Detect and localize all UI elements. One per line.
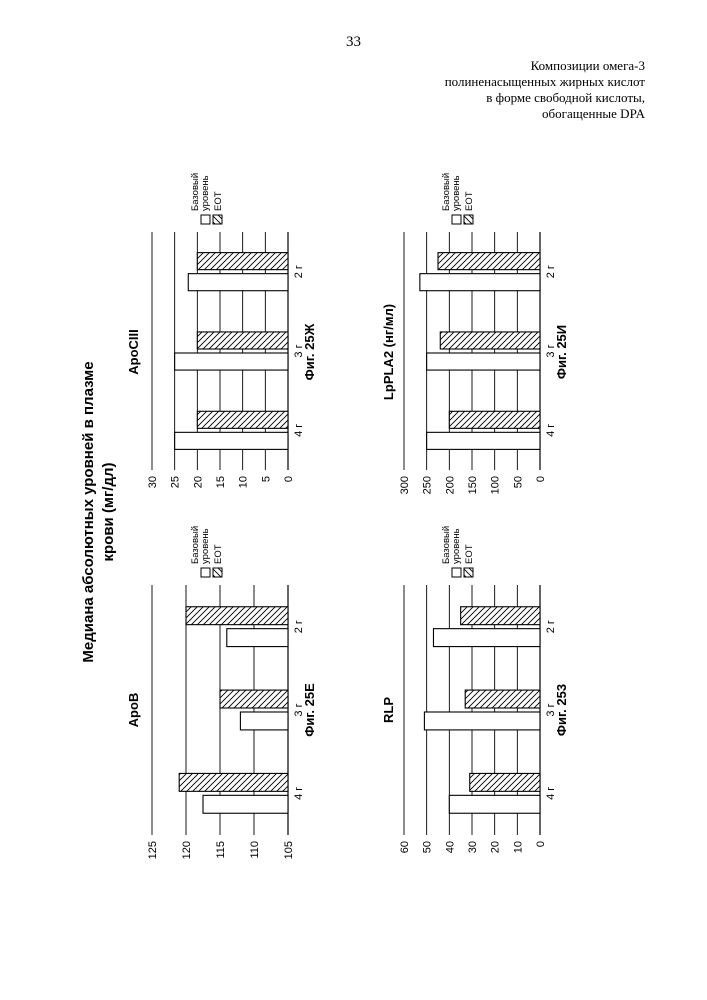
legend-swatch-eot xyxy=(464,568,473,577)
bar-baseline xyxy=(188,274,288,291)
legend-swatch-baseline xyxy=(452,568,461,577)
y-tick-label: 30 xyxy=(147,476,159,488)
y-tick-label: 200 xyxy=(444,476,456,494)
bar-eot xyxy=(438,253,540,270)
y-tick-label: 0 xyxy=(535,841,547,847)
category-label: 2 г xyxy=(293,620,305,633)
y-tick-label: 300 xyxy=(399,476,411,494)
y-tick-label: 250 xyxy=(422,476,434,494)
y-tick-label: 120 xyxy=(181,841,193,859)
bar-baseline xyxy=(449,795,540,813)
chart-title: LpPLA2 (нг/мл) xyxy=(381,304,396,400)
legend: БазовыйуровеньEOT xyxy=(190,526,224,577)
figure-caption: Фиг. 25Е xyxy=(302,683,317,737)
y-tick-label: 25 xyxy=(170,476,182,488)
figure-caption: Фиг. 25Ж xyxy=(302,323,317,380)
legend: БазовыйуровеньEOT xyxy=(441,173,475,224)
chart-title: ApoB xyxy=(126,693,141,728)
category-label: 2 г xyxy=(545,265,557,278)
y-tick-label: 105 xyxy=(283,841,295,859)
legend-swatch-baseline xyxy=(201,215,210,224)
chart-panel-2: 01020304050602 г3 г4 гRLPФиг. 253Базовый… xyxy=(381,526,569,853)
y-tick-label: 20 xyxy=(490,841,502,853)
y-tick-label: 60 xyxy=(399,841,411,853)
bar-eot xyxy=(197,332,288,349)
bar-baseline xyxy=(424,712,540,730)
legend-swatch-baseline xyxy=(452,215,461,224)
bar-baseline xyxy=(427,432,540,449)
bar-baseline xyxy=(427,353,540,370)
legend: БазовыйуровеньEOT xyxy=(190,173,224,224)
category-label: 4 г xyxy=(293,787,305,800)
main-title-line-2: крови (мг/дл) xyxy=(100,463,117,562)
y-tick-label: 50 xyxy=(512,476,524,488)
legend-label-baseline-line2: уровень xyxy=(200,175,211,211)
main-title-line-1: Медиана абсолютных уровней в плазме xyxy=(80,361,97,662)
legend-label-eot: EOT xyxy=(213,544,224,564)
y-tick-label: 150 xyxy=(467,476,479,494)
legend-label-eot: EOT xyxy=(213,191,224,211)
chart-title: ApoCIII xyxy=(126,329,141,375)
chart-title: RLP xyxy=(381,697,396,723)
bar-eot xyxy=(220,690,288,708)
y-tick-label: 10 xyxy=(512,841,524,853)
chart-panel-1: 0510152025302 г3 г4 гApoCIIIФиг. 25ЖБазо… xyxy=(126,173,317,488)
bar-baseline xyxy=(203,795,288,813)
y-tick-label: 15 xyxy=(215,476,227,488)
legend-label-baseline-line2: уровень xyxy=(200,528,211,564)
y-tick-label: 50 xyxy=(422,841,434,853)
y-tick-label: 10 xyxy=(238,476,250,488)
category-label: 4 г xyxy=(545,424,557,437)
y-tick-label: 5 xyxy=(260,476,272,482)
y-tick-label: 30 xyxy=(467,841,479,853)
charts-layer: 1051101151201252 г3 г4 гApoBФиг. 25ЕБазо… xyxy=(126,173,569,860)
legend-swatch-baseline xyxy=(201,568,210,577)
legend-label-eot: EOT xyxy=(464,544,475,564)
y-tick-label: 0 xyxy=(535,476,547,482)
chart-panel-0: 1051101151201252 г3 г4 гApoBФиг. 25ЕБазо… xyxy=(126,526,317,860)
bar-eot xyxy=(449,411,540,428)
category-label: 2 г xyxy=(545,620,557,633)
bar-eot xyxy=(197,411,288,428)
legend-swatch-eot xyxy=(464,215,473,224)
y-tick-label: 40 xyxy=(444,841,456,853)
bar-eot xyxy=(179,773,288,791)
bar-baseline xyxy=(227,629,288,647)
bar-baseline xyxy=(175,432,288,449)
bar-baseline xyxy=(420,274,540,291)
bar-baseline xyxy=(433,629,540,647)
y-tick-label: 125 xyxy=(147,841,159,859)
bar-eot xyxy=(465,690,540,708)
y-tick-label: 100 xyxy=(490,476,502,494)
bar-eot xyxy=(461,607,540,625)
legend-swatch-eot xyxy=(213,215,222,224)
chart-panel-3: 0501001502002503002 г3 г4 гLpPLA2 (нг/мл… xyxy=(381,173,569,495)
category-label: 4 г xyxy=(545,787,557,800)
y-tick-label: 20 xyxy=(192,476,204,488)
bar-eot xyxy=(186,607,288,625)
bar-baseline xyxy=(175,353,288,370)
y-tick-label: 115 xyxy=(215,841,227,859)
legend-swatch-eot xyxy=(213,568,222,577)
y-tick-label: 0 xyxy=(283,476,295,482)
legend: БазовыйуровеньEOT xyxy=(441,526,475,577)
category-label: 2 г xyxy=(293,265,305,278)
bar-eot xyxy=(197,253,288,270)
y-tick-label: 110 xyxy=(249,841,261,859)
figure-caption: Фиг. 25И xyxy=(554,325,569,379)
legend-label-baseline-line2: уровень xyxy=(451,175,462,211)
bar-eot xyxy=(440,332,540,349)
figure-caption: Фиг. 253 xyxy=(554,684,569,736)
category-label: 4 г xyxy=(293,424,305,437)
legend-label-baseline-line2: уровень xyxy=(451,528,462,564)
bar-baseline xyxy=(240,712,288,730)
legend-label-eot: EOT xyxy=(464,191,475,211)
bar-eot xyxy=(470,773,540,791)
